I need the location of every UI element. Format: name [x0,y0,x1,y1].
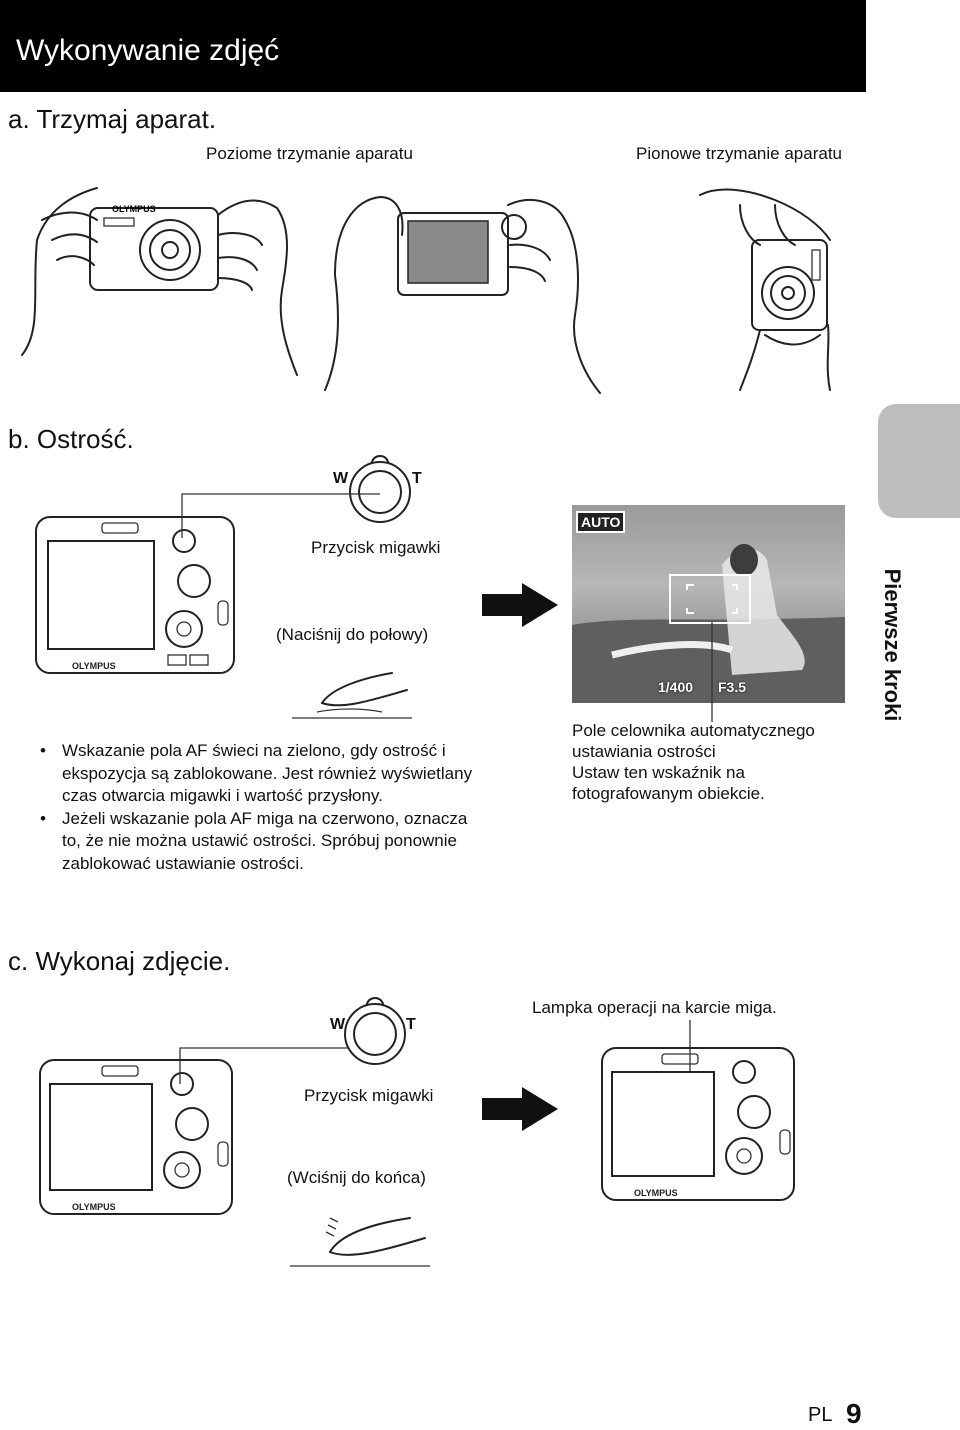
side-tab [878,404,960,518]
focus-notes-list: Wskazanie pola AF świeci na zielono, gdy… [40,740,480,875]
step-b-label: b. Ostrość. [8,424,134,454]
focus-note-1: Wskazanie pola AF świeci na zielono, gdy… [40,740,480,808]
aperture-readout: F3.5 [718,679,747,695]
side-tab-label: Pierwsze kroki [880,568,905,722]
zoom-lever-icon [349,455,411,523]
horizontal-hold-back-illustration [324,196,601,394]
shutter-pointer-line [181,493,380,538]
camera-back-logo-c: OLYMPUS [72,1202,116,1212]
horizontal-hold-illustration: OLYMPUS [21,187,298,376]
shutter-pointer-line-c [179,1047,348,1084]
finger-half-press-icon [292,672,412,719]
card-lamp-caption: Lampka operacji na karcie miga. [532,998,777,1017]
zoom-w-label-c: W [330,1016,346,1033]
page-number: 9 [846,1398,862,1429]
camera-back-illustration-b: OLYMPUS [35,516,235,674]
shutter-button-label-c: Przycisk migawki [304,1086,434,1105]
arrow-right-icon [482,583,558,627]
press-full-label: (Wciśnij do końca) [287,1168,426,1187]
auto-mode-badge: AUTO [576,511,626,533]
af-frame-pointer-line [711,622,713,722]
zoom-w-label: W [333,470,349,487]
camera-logo: OLYMPUS [112,204,156,214]
camera-back-illustration-c: OLYMPUS [39,1059,233,1215]
step-c-label: c. Wykonaj zdjęcie. [8,946,231,976]
page-header-bar: Wykonywanie zdjęć [0,0,866,92]
lcd-preview-image: AUTO 1/400 F3.5 [572,505,845,703]
footer-language: PL [808,1404,833,1426]
arrow-right-icon-c [482,1087,558,1131]
press-half-label: (Naciśnij do połowy) [276,625,429,644]
af-frame-caption: Pole celownika automatycznego ustawiania… [572,721,815,803]
zoom-lever-icon-c [344,997,406,1065]
vertical-hold-caption: Pionowe trzymanie aparatu [636,144,843,163]
shutter-button-label-b: Przycisk migawki [311,538,441,557]
zoom-t-label: T [412,470,422,487]
camera-back-illustration-lamp: OLYMPUS [601,1047,795,1201]
camera-back-logo-lamp: OLYMPUS [634,1188,678,1198]
zoom-t-label-c: T [406,1016,416,1033]
camera-back-logo: OLYMPUS [72,661,116,671]
page-title: Wykonywanie zdjęć [16,34,280,67]
vertical-hold-illustration [699,188,831,391]
step-a-label: a. Trzymaj aparat. [8,104,217,134]
horizontal-hold-caption: Poziome trzymanie aparatu [206,144,413,163]
focus-note-2: Jeżeli wskazanie pola AF miga na czerwon… [40,808,480,876]
shutter-speed-readout: 1/400 [658,679,694,695]
finger-full-press-icon [290,1217,430,1267]
